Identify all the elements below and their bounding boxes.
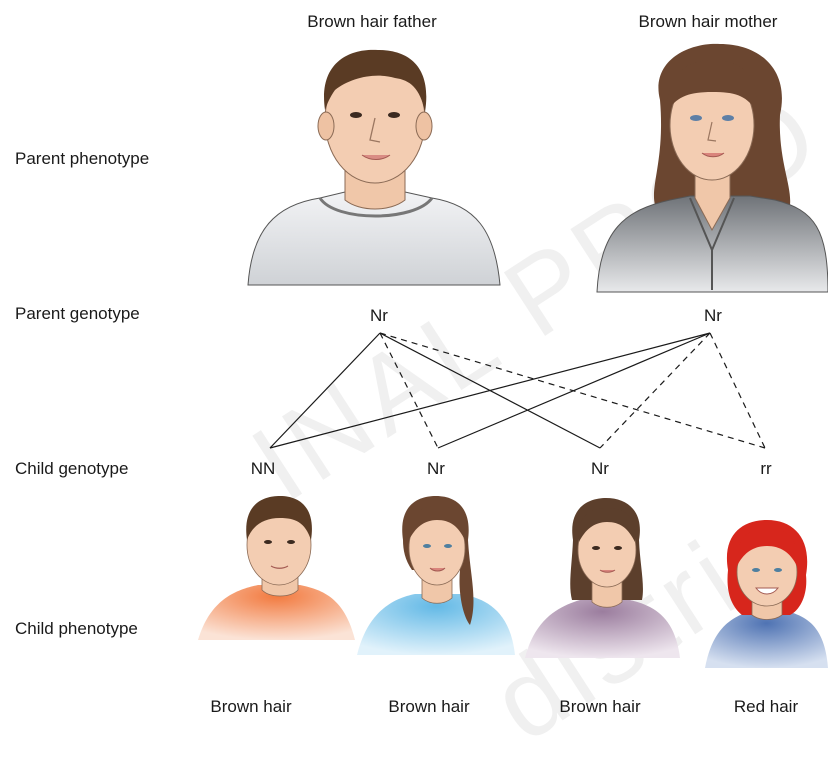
father-title: Brown hair father bbox=[307, 12, 437, 31]
child-3-genotype: Nr bbox=[591, 459, 609, 478]
father-genotype: Nr bbox=[370, 306, 388, 325]
child-2-phenotype: Brown hair bbox=[388, 697, 470, 716]
pedigree-diagram bbox=[198, 43, 828, 668]
row-label-child-phenotype: Child phenotype bbox=[15, 619, 138, 638]
mother-eye-left bbox=[690, 115, 702, 121]
child-4-figure bbox=[705, 520, 828, 668]
child-2-eye-left bbox=[423, 544, 431, 548]
child-3-shirt bbox=[525, 600, 680, 658]
mother-genotype: Nr bbox=[704, 306, 722, 325]
father-hair bbox=[324, 49, 427, 112]
father-nose bbox=[369, 117, 381, 143]
father-collar bbox=[318, 197, 434, 218]
child-4-eye-left bbox=[752, 568, 760, 572]
line-mother-to-nr2 bbox=[599, 332, 711, 449]
father-mouth bbox=[361, 154, 391, 160]
child-4-mouth bbox=[754, 587, 780, 595]
mother-eye-right bbox=[722, 115, 734, 121]
child-4-genotype: rr bbox=[760, 459, 772, 478]
mother-mouth bbox=[701, 152, 725, 158]
father-eye-right bbox=[388, 112, 400, 118]
child-2-eye-right bbox=[444, 544, 452, 548]
child-1-shirt bbox=[198, 585, 355, 640]
child-1-phenotype: Brown hair bbox=[210, 697, 292, 716]
father-ear-left bbox=[317, 111, 335, 141]
child-2-bangs bbox=[408, 506, 466, 540]
child-3-phenotype: Brown hair bbox=[559, 697, 641, 716]
child-3-bangs bbox=[578, 508, 636, 542]
father-eye-left bbox=[350, 112, 362, 118]
mother-title: Brown hair mother bbox=[638, 12, 778, 31]
child-3-eye-left bbox=[592, 546, 600, 550]
cross-lines bbox=[269, 332, 766, 449]
mother-nose bbox=[707, 121, 717, 142]
line-mother-to-rr bbox=[709, 332, 766, 449]
child-4-phenotype: Red hair bbox=[733, 697, 799, 716]
child-4-eye-right bbox=[774, 568, 782, 572]
child-4-shirt bbox=[705, 612, 828, 668]
line-father-to-nr1 bbox=[379, 332, 439, 449]
child-3-figure bbox=[525, 498, 680, 658]
line-father-to-nr2 bbox=[379, 332, 601, 449]
child-2-figure bbox=[357, 496, 515, 655]
mother-shirt bbox=[596, 195, 828, 293]
row-label-parent-genotype: Parent genotype bbox=[15, 304, 140, 323]
line-father-to-nn bbox=[269, 332, 381, 449]
child-2-mouth bbox=[429, 567, 446, 572]
child-4-bangs bbox=[736, 528, 798, 566]
father-ear-right bbox=[415, 111, 433, 141]
mother-v-neck bbox=[689, 197, 735, 290]
child-3-mouth bbox=[599, 569, 616, 573]
mother-bangs bbox=[667, 60, 757, 110]
mother-figure bbox=[596, 43, 828, 293]
line-father-to-rr bbox=[379, 332, 766, 449]
child-2-genotype: Nr bbox=[427, 459, 445, 478]
child-2-shirt bbox=[357, 594, 515, 655]
row-label-parent-phenotype: Parent phenotype bbox=[15, 149, 150, 168]
child-1-genotype: NN bbox=[250, 459, 276, 478]
child-1-eye-left bbox=[264, 540, 272, 544]
child-1-hair bbox=[246, 496, 312, 540]
child-3-eye-right bbox=[614, 546, 622, 550]
child-1-figure bbox=[198, 496, 355, 640]
father-figure bbox=[247, 49, 501, 286]
row-label-child-genotype: Child genotype bbox=[15, 459, 129, 478]
child-1-mouth bbox=[270, 565, 289, 569]
child-1-eye-right bbox=[287, 540, 295, 544]
